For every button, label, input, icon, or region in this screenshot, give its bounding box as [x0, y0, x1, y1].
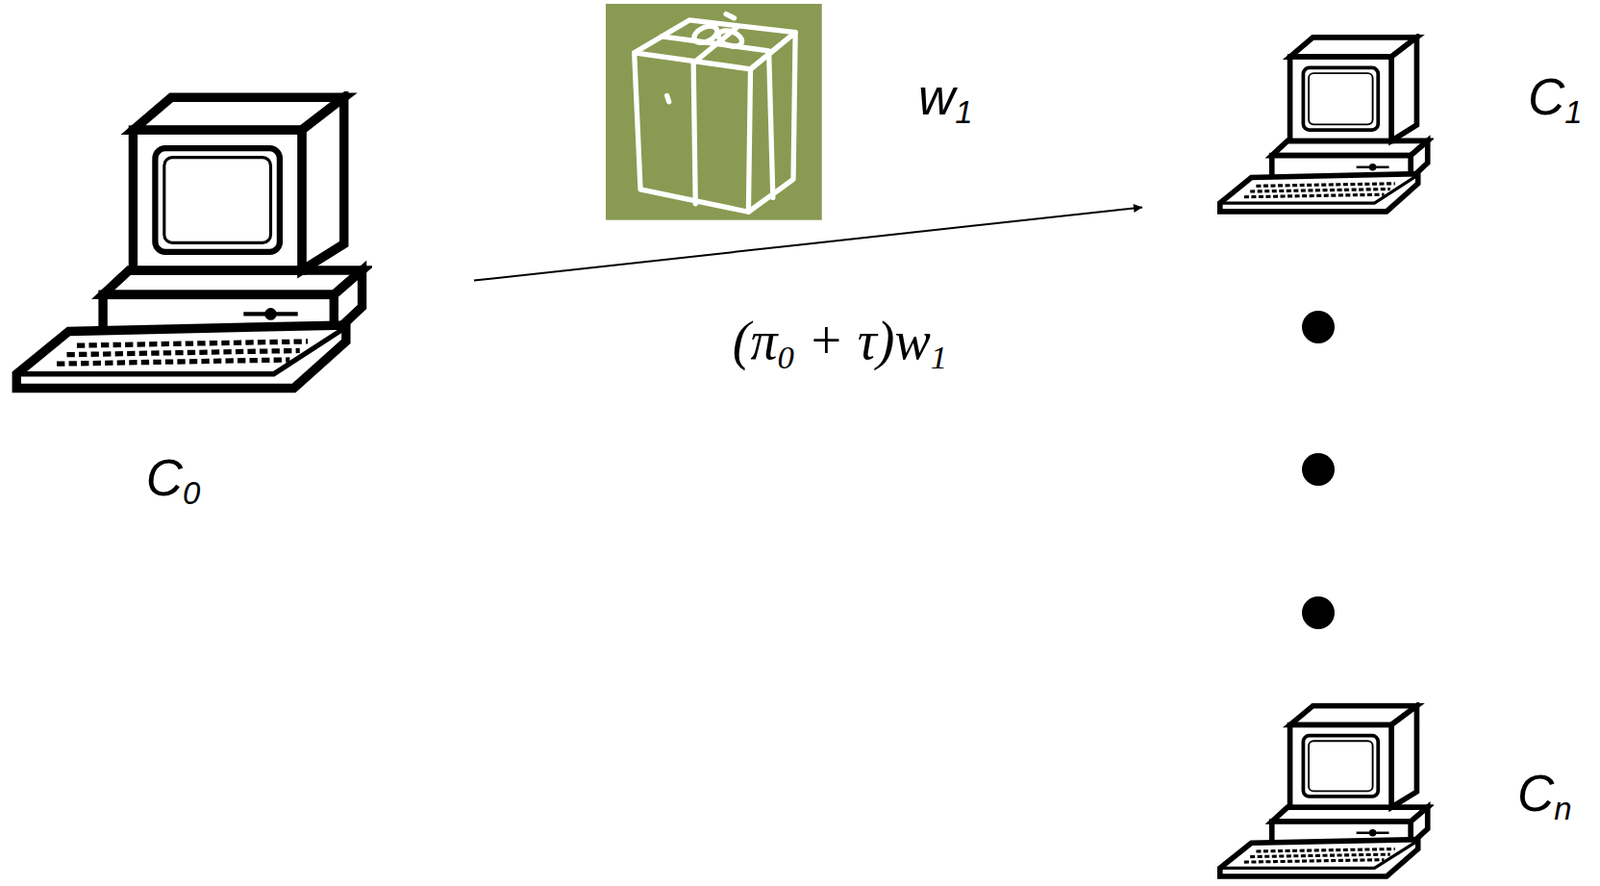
computer-node — [10, 91, 373, 397]
edge-label: (π0 + τ)w1 — [728, 311, 951, 376]
node-label: C1 — [1527, 69, 1583, 130]
node-label: Cn — [1517, 765, 1573, 826]
computer-icon — [10, 91, 373, 397]
gift-icon — [605, 3, 823, 221]
computer-node — [1216, 701, 1434, 881]
ellipsis-dot — [1301, 310, 1335, 344]
node-label: C0 — [146, 450, 201, 511]
ellipsis-dot — [1301, 596, 1335, 629]
weight-label: w1 — [918, 69, 974, 130]
computer-icon — [1216, 33, 1434, 217]
ellipsis-dot — [1301, 452, 1335, 486]
computer-node — [1216, 33, 1434, 217]
computer-icon — [1216, 701, 1434, 881]
